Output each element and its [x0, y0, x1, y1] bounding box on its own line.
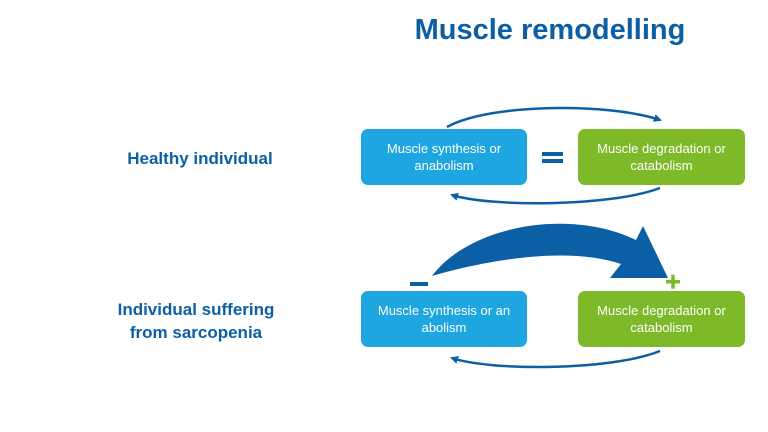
- arrow-degradation-to-synthesis-sarcopenia: [450, 349, 661, 369]
- equals-icon: [542, 152, 563, 163]
- row-label-line: Healthy individual: [127, 149, 273, 168]
- row-label-sarcopenia: Individual suffering from sarcopenia: [96, 298, 296, 344]
- row-label-line: from sarcopenia: [129, 323, 263, 342]
- minus-icon: [410, 282, 428, 286]
- arrow-degradation-to-synthesis-healthy: [450, 186, 661, 205]
- arrow-synthesis-to-degradation-healthy: [446, 106, 662, 129]
- arrow-big-synthesis-to-degradation-sarcopenia: [432, 223, 668, 278]
- row-label-line: Individual suffering: [117, 300, 275, 319]
- row-label-healthy: Healthy individual: [100, 147, 300, 170]
- plus-icon: [666, 274, 680, 289]
- degradation-box-sarcopenia: Muscle degradation or catabolism: [578, 291, 745, 347]
- synthesis-box-healthy: Muscle synthesis or anabolism: [361, 129, 527, 185]
- synthesis-box-sarcopenia: Muscle synthesis or an abolism: [361, 291, 527, 347]
- degradation-box-healthy: Muscle degradation or catabolism: [578, 129, 745, 185]
- page-title: Muscle remodelling: [414, 14, 686, 46]
